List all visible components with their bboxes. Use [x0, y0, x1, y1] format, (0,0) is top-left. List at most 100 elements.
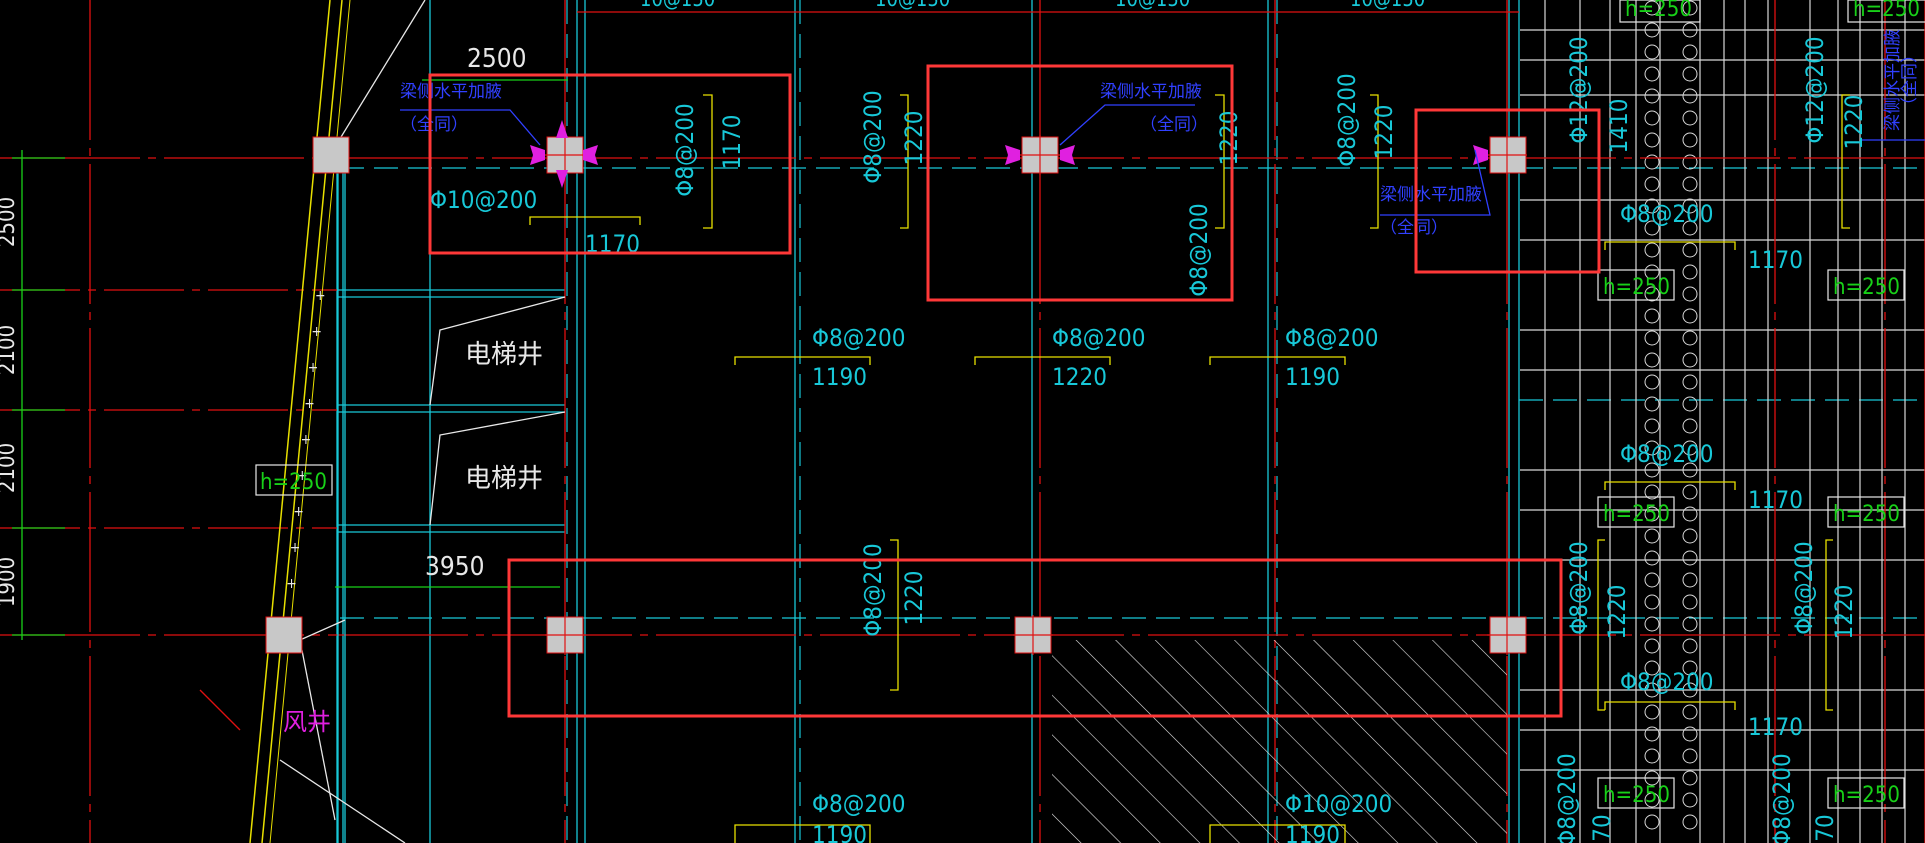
rebar-r19: Φ10@200 — [1285, 790, 1392, 818]
rebar-r11-len: 1190 — [1285, 363, 1340, 391]
thickness-5: h=250 — [1603, 502, 1670, 527]
rebar-r4-len: 1220 — [1215, 111, 1243, 166]
plus-marker: + — [315, 288, 326, 304]
chain-ring — [1682, 352, 1698, 368]
chain-ring — [1682, 286, 1698, 302]
rebar-r5: Φ8@200 — [1185, 203, 1213, 297]
chain-ring — [1682, 330, 1698, 346]
chain-ring — [1644, 198, 1660, 214]
top-dim-2: 10@150 — [875, 0, 950, 11]
chain-ring — [1682, 572, 1698, 588]
chain-ring — [1682, 770, 1698, 786]
rebar-r21-len: 70 — [1811, 814, 1839, 841]
rebar-r6-len: 1220 — [1370, 105, 1398, 160]
chain-ring — [1644, 792, 1660, 808]
elevator-label-2: 电梯井 — [465, 464, 543, 494]
highlight-boxes[interactable] — [428, 64, 1601, 718]
rebar-r8: Φ12@200 — [1801, 36, 1829, 143]
left-dimension-text: 2500 2100 2100 1900 2500 3950 — [0, 44, 527, 607]
rebar-r20-len: 70 — [1588, 814, 1616, 841]
chain-ring — [1644, 308, 1660, 324]
plus-marker: + — [304, 396, 315, 412]
chain-ring — [1682, 528, 1698, 544]
left-dim-2100-b: 2100 — [0, 443, 20, 493]
highlight-box-1[interactable] — [428, 73, 792, 255]
rebar-r18-len: 1190 — [812, 821, 867, 843]
rebar-r13: Φ8@200 — [1620, 440, 1714, 468]
chain-ring — [1644, 506, 1660, 522]
rebar-r20: Φ8@200 — [1553, 753, 1581, 843]
chain-ring — [1644, 814, 1660, 830]
note-2a: 梁侧水平加腋 — [1100, 82, 1202, 102]
top-dimension: 10@150 10@150 10@150 10@150 — [577, 0, 1519, 13]
rebar-r6: Φ8@200 — [1333, 73, 1361, 167]
chain-ring — [1644, 594, 1660, 610]
rebar-extent-lines — [529, 94, 1850, 843]
dim-3950-label: 3950 — [425, 552, 485, 582]
chain-ring — [1682, 462, 1698, 478]
rebar-r19-len: 1190 — [1285, 821, 1340, 843]
rebar-r7-len: 1410 — [1605, 99, 1633, 154]
note-4a: 梁侧水平加腋 — [1883, 29, 1903, 131]
chain-ring — [1682, 594, 1698, 610]
chain-ring — [1644, 550, 1660, 566]
rebar-r16-len: 1220 — [1830, 585, 1858, 640]
left-dim-1900: 1900 — [0, 557, 20, 607]
chain-ring — [1682, 726, 1698, 742]
thickness-1: h=250 — [1625, 0, 1692, 22]
chain-ring — [1644, 286, 1660, 302]
highlight-box-3[interactable] — [1414, 108, 1601, 274]
plus-marker: + — [286, 576, 297, 592]
highlight-box-4[interactable] — [507, 558, 1563, 718]
thickness-7: h=250 — [1603, 783, 1670, 808]
note-3b: （全同） — [1380, 218, 1448, 238]
chain-ring — [1644, 44, 1660, 60]
plus-marker: + — [311, 324, 322, 340]
elevator-shaft-1: 电梯井 — [429, 296, 566, 406]
chain-ring — [1682, 22, 1698, 38]
column-crosshairs — [545, 135, 1527, 655]
chain-ring — [1682, 396, 1698, 412]
hatched-slab-area — [1052, 640, 1507, 843]
rebar-r17-len: 1170 — [1748, 713, 1803, 741]
chain-ring — [1644, 528, 1660, 544]
dim-2500-label: 2500 — [467, 44, 527, 74]
chain-ring — [1682, 44, 1698, 60]
plus-marker: + — [293, 504, 304, 520]
chain-ring — [1644, 0, 1660, 16]
rebar-r16: Φ8@200 — [1790, 541, 1818, 635]
chain-ring — [1682, 0, 1698, 16]
chain-ring — [1682, 264, 1698, 280]
note-1a: 梁侧水平加腋 — [400, 82, 502, 102]
chain-ring — [1644, 176, 1660, 192]
left-dim-2500: 2500 — [0, 197, 20, 247]
note-1b: （全同） — [400, 115, 468, 135]
chain-ring — [1682, 748, 1698, 764]
rebar-r14-len: 1220 — [900, 571, 928, 626]
thickness-8: h=250 — [1833, 783, 1900, 808]
rebar-r18: Φ8@200 — [812, 790, 906, 818]
rebar-r8-len: 1220 — [1840, 95, 1868, 150]
chain-ring — [1682, 704, 1698, 720]
chain-ring — [1682, 132, 1698, 148]
chain-ring — [1682, 110, 1698, 126]
rebar-r17: Φ8@200 — [1620, 668, 1714, 696]
plus-marker: + — [290, 540, 301, 556]
highlight-box-2[interactable] — [926, 64, 1234, 302]
chain-ring — [1644, 616, 1660, 632]
chain-ring — [1682, 682, 1698, 698]
chain-ring — [1644, 154, 1660, 170]
thickness-6: h=250 — [1833, 502, 1900, 527]
chain-ring — [1644, 132, 1660, 148]
thickness-2: h=250 — [1853, 0, 1920, 22]
chain-ring — [1682, 550, 1698, 566]
chain-ring — [1644, 352, 1660, 368]
elevator-label-1: 电梯井 — [465, 340, 543, 370]
chain-ring — [1644, 110, 1660, 126]
chain-ring — [1644, 572, 1660, 588]
chain-ring — [1682, 484, 1698, 500]
rebar-r10-len: 1220 — [1052, 363, 1107, 391]
chain-ring — [1682, 440, 1698, 456]
chain-ring — [1644, 748, 1660, 764]
